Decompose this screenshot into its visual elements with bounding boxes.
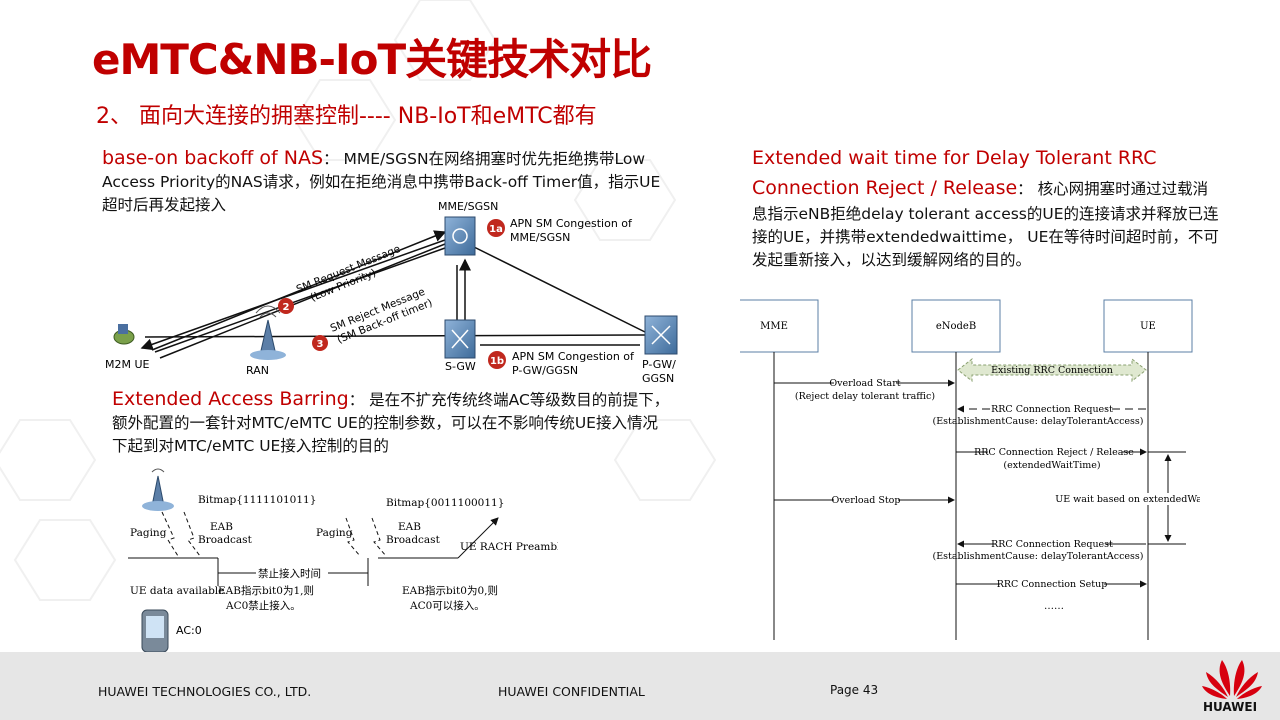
- note-1b-line2: P-GW/GGSN: [512, 364, 578, 377]
- pgw-label-2: GGSN: [642, 372, 674, 385]
- ran-tower-icon: [250, 305, 286, 360]
- eab-timing-diagram: Bitmap{1111101011} Bitmap{0011100011} EA…: [128, 458, 558, 660]
- badge-2: 2: [278, 298, 294, 314]
- note-1b-line1: APN SM Congestion of: [512, 350, 635, 363]
- note-1a-line1: APN SM Congestion of: [510, 217, 633, 230]
- huawei-logo-icon: [1202, 660, 1262, 699]
- svg-text:1b: 1b: [490, 356, 504, 367]
- svg-text:1a: 1a: [489, 224, 503, 235]
- eab-note-2b: AC0可以接入。: [409, 599, 485, 612]
- page-subtitle: 2、 面向大连接的拥塞控制---- NB-IoT和eMTC都有: [96, 104, 597, 129]
- eab-broadcast-1b: Broadcast: [198, 534, 253, 546]
- ue-label: M2M UE: [105, 358, 150, 371]
- cause-1: (EstablishmentCause: delayTolerantAccess…: [933, 416, 1144, 427]
- mme-label: MME/SGSN: [438, 200, 498, 213]
- bitmap-1: Bitmap{1111101011}: [198, 494, 316, 506]
- svg-text:2: 2: [283, 302, 290, 313]
- ue-data-available: UE data available: [130, 585, 224, 597]
- ue-wait: UE wait based on extendedWaitTime: [1055, 494, 1200, 505]
- nas-heading: base-on backoff of NAS: [102, 147, 324, 169]
- badge-1a: 1a: [487, 219, 505, 237]
- phone-icon: [141, 609, 169, 653]
- ac-label: AC:0: [176, 624, 202, 637]
- rrc-request-2: RRC Connection Request: [991, 539, 1113, 550]
- sgw-router-icon: [444, 319, 476, 359]
- overload-stop: Overload Stop: [832, 495, 901, 506]
- eab-broadcast-1a: EAB: [210, 521, 233, 533]
- badge-1b: 1b: [488, 351, 506, 369]
- sequence-dots: ……: [1044, 601, 1064, 612]
- footer-confidential: HUAWEI CONFIDENTIAL: [498, 684, 645, 699]
- eab-note-1a: EAB指示bit0为1,则: [218, 584, 314, 597]
- svg-text:3: 3: [317, 339, 324, 350]
- ewt-paragraph: Extended wait time for Delay Tolerant RR…: [752, 143, 1222, 272]
- enb-box: eNodeB: [936, 321, 976, 332]
- ewt-label: (extendedWaitTime): [1003, 460, 1100, 471]
- nas-network-diagram: MME/SGSN S-GW P-GW/ GGSN RAN M2M UE 1a A…: [105, 200, 678, 385]
- page-title: eMTC&NB-IoT关键技术对比: [92, 35, 652, 84]
- ran-label: RAN: [246, 364, 269, 377]
- overload-start: Overload Start: [829, 378, 900, 389]
- eab-note-2a: EAB指示bit0为0,则: [402, 584, 498, 597]
- eab-heading: Extended Access Barring: [112, 388, 349, 410]
- paging-2: Paging: [316, 527, 353, 539]
- reject-traffic: (Reject delay tolerant traffic): [795, 391, 935, 402]
- bitmap-2: Bitmap{0011100011}: [386, 497, 504, 509]
- eab-note-1b: AC0禁止接入。: [225, 599, 301, 612]
- mme-router-icon: [444, 216, 476, 256]
- pgw-label-1: P-GW/: [642, 358, 676, 371]
- barred-time: 禁止接入时间: [258, 567, 321, 580]
- eab-broadcast-2a: EAB: [398, 521, 421, 533]
- rrc-reject: RRC Connection Reject / Release: [974, 447, 1134, 458]
- eab-body: ： 是在不扩充传统终端AC等级数目的前提下， 额外配置的一套针对MTC/eMTC…: [112, 391, 670, 455]
- m2m-ue-icon: [113, 324, 135, 345]
- page-number: Page 43: [830, 683, 879, 697]
- rrc-sequence-diagram: MME eNodeB UE Existing RRC Connection Ov…: [740, 295, 1200, 640]
- nas-body: ： MME/SGSN在网络拥塞时优先拒绝携带Low Access Priorit…: [102, 150, 661, 214]
- rrc-request-1: RRC Connection Request: [991, 404, 1113, 415]
- existing-rrc-arrow: Existing RRC Connection: [957, 357, 1147, 383]
- paging-1: Paging: [130, 527, 167, 539]
- huawei-logo-text: HUAWEI: [1203, 700, 1258, 714]
- nas-backoff-paragraph: base-on backoff of NAS： MME/SGSN在网络拥塞时优先…: [102, 147, 662, 217]
- eab-broadcast-2b: Broadcast: [386, 534, 441, 546]
- eab-paragraph: Extended Access Barring： 是在不扩充传统终端AC等级数目…: [112, 388, 672, 458]
- ue-box: UE: [1140, 321, 1156, 332]
- rach-preamble: UE RACH Preamble: [460, 541, 558, 553]
- eab-tower-icon: [142, 468, 174, 511]
- pgw-router-icon: [644, 315, 678, 355]
- cause-2: (EstablishmentCause: delayTolerantAccess…: [933, 551, 1144, 562]
- mme-box: MME: [760, 321, 788, 332]
- sgw-label: S-GW: [445, 360, 476, 373]
- footer-bar: [0, 652, 1280, 720]
- badge-3: 3: [312, 335, 328, 351]
- rrc-setup: RRC Connection Setup: [997, 579, 1108, 590]
- ewt-heading: Extended wait time for Delay Tolerant RR…: [752, 147, 1157, 199]
- svg-text:Existing RRC Connection: Existing RRC Connection: [991, 365, 1113, 376]
- footer-company: HUAWEI TECHNOLOGIES CO., LTD.: [98, 684, 312, 699]
- note-1a-line2: MME/SGSN: [510, 231, 570, 244]
- ewt-body: ： 核心网拥塞时通过过载消息指示eNB拒绝delay tolerant acce…: [752, 180, 1219, 269]
